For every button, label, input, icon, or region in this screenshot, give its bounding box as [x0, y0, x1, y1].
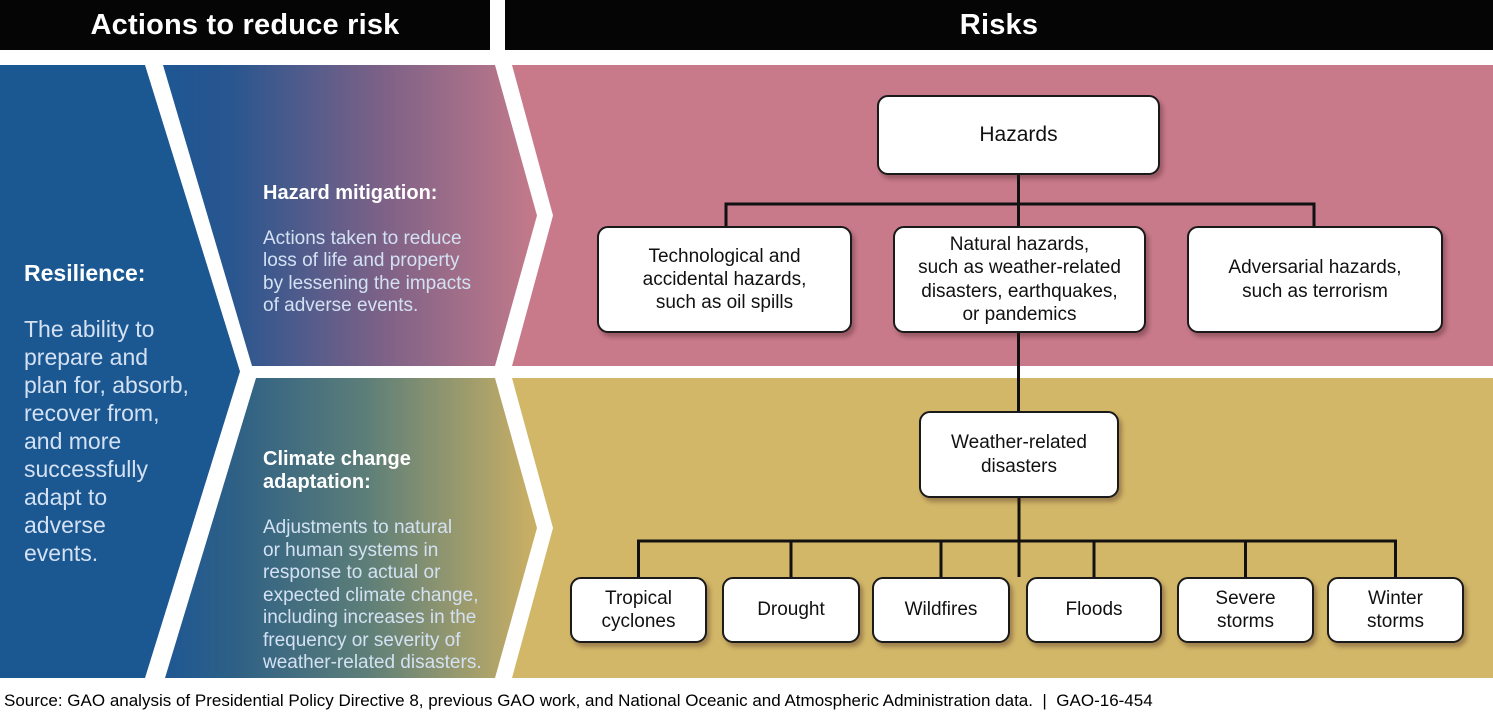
hazard-mitigation-body: Actions taken to reduce loss of life and…	[263, 227, 472, 317]
node-winter-storms: Winter storms	[1327, 577, 1464, 643]
node-adversarial-hazards: Adversarial hazards, such as terrorism	[1187, 226, 1443, 333]
climate-adaptation-text: Climate change adaptation: Adjustments t…	[263, 425, 541, 675]
header-risks-title: Risks	[959, 8, 1039, 41]
climate-adaptation-body: Adjustments to natural or human systems …	[263, 517, 482, 673]
node-drought: Drought	[722, 577, 860, 643]
header-actions-bar: Actions to reduce risk	[0, 0, 490, 50]
node-severe-storms: Severe storms	[1177, 577, 1314, 643]
hazard-mitigation-heading: Hazard mitigation:	[263, 181, 438, 204]
node-natural-hazards: Natural hazards, such as weather-related…	[893, 226, 1146, 333]
header-risks-bar: Risks	[505, 0, 1493, 50]
source-line: Source: GAO analysis of Presidential Pol…	[4, 691, 1153, 710]
node-floods: Floods	[1026, 577, 1162, 643]
resilience-heading: Resilience:	[24, 260, 146, 286]
node-tropical-cyclones: Tropical cyclones	[570, 577, 707, 643]
climate-adaptation-heading: Climate change adaptation:	[263, 447, 411, 494]
resilience-text: Resilience: The ability to prepare and p…	[24, 231, 236, 567]
hazard-mitigation-text: Hazard mitigation: Actions taken to redu…	[263, 159, 535, 318]
node-technological-hazards: Technological and accidental hazards, su…	[597, 226, 852, 333]
header-actions-title: Actions to reduce risk	[90, 8, 400, 41]
node-wildfires: Wildfires	[872, 577, 1010, 643]
resilience-body: The ability to prepare and plan for, abs…	[24, 316, 189, 566]
node-weather-related-disasters: Weather-related disasters	[919, 411, 1119, 498]
node-hazards: Hazards	[877, 95, 1160, 175]
